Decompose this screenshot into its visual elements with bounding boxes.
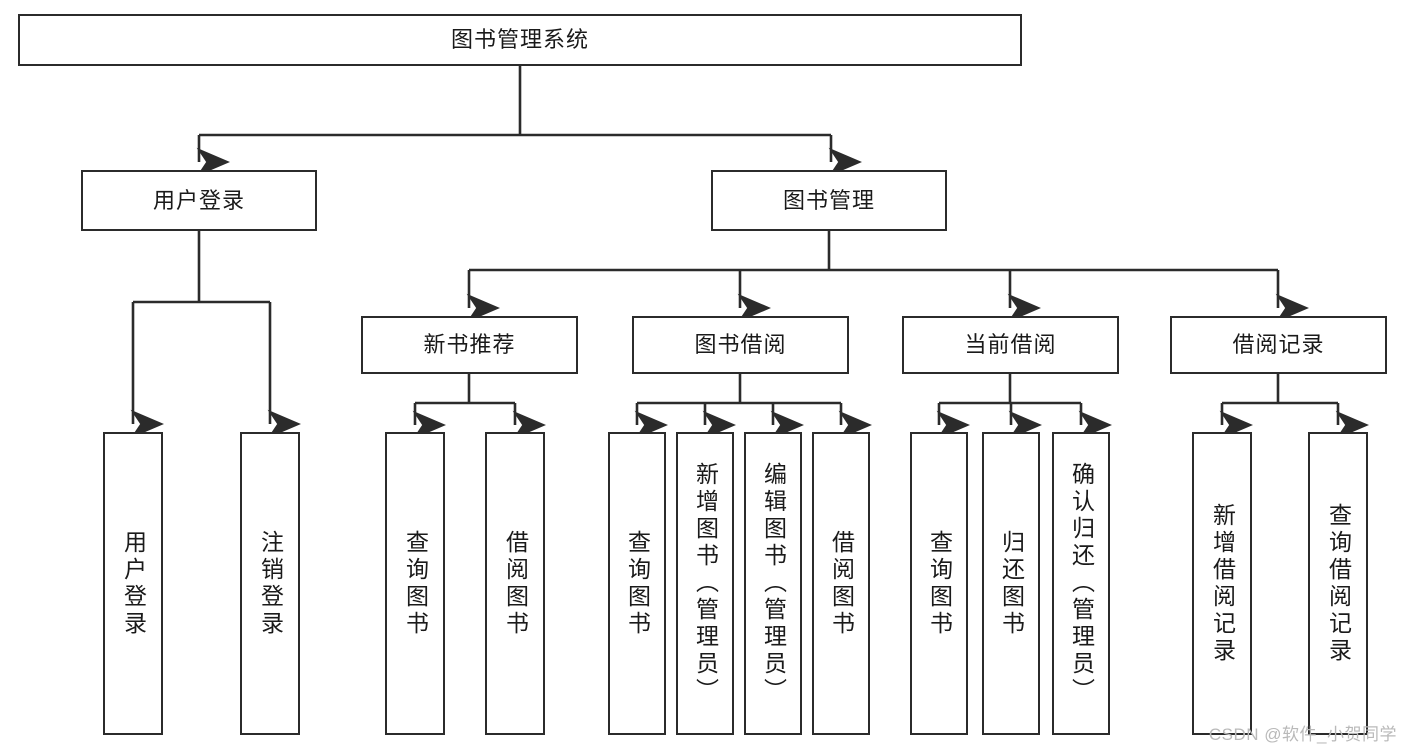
node-borrow-record-label: 借阅记录 — [1232, 332, 1325, 358]
node-user-login[interactable]: 用户登录 — [81, 170, 317, 231]
node-leaf-confirm-ret-label: 确认归还（管理员） — [1068, 462, 1095, 705]
node-book-borrow[interactable]: 图书借阅 — [632, 316, 849, 374]
node-root[interactable]: 图书管理系统 — [18, 14, 1022, 66]
node-book-manage[interactable]: 图书管理 — [711, 170, 947, 231]
node-leaf-confirm-ret[interactable]: 确认归还（管理员） — [1052, 432, 1110, 735]
node-borrow-record[interactable]: 借阅记录 — [1170, 316, 1387, 374]
node-leaf-borrow-book-1-label: 借阅图书 — [502, 529, 529, 638]
node-book-borrow-label: 图书借阅 — [694, 332, 787, 358]
node-leaf-query-record[interactable]: 查询借阅记录 — [1308, 432, 1368, 735]
node-leaf-edit-book[interactable]: 编辑图书（管理员） — [744, 432, 802, 735]
node-leaf-query-book-2-label: 查询图书 — [624, 529, 651, 638]
node-leaf-borrow-book-2[interactable]: 借阅图书 — [812, 432, 870, 735]
node-leaf-query-book-3[interactable]: 查询图书 — [910, 432, 968, 735]
node-new-book-rec-label: 新书推荐 — [423, 332, 516, 358]
node-current-borrow-label: 当前借阅 — [964, 332, 1057, 358]
node-leaf-user-login-label: 用户登录 — [120, 529, 147, 638]
node-leaf-add-book-label: 新增图书（管理员） — [692, 462, 719, 705]
node-leaf-add-record-label: 新增借阅记录 — [1209, 502, 1236, 665]
node-leaf-query-record-label: 查询借阅记录 — [1325, 502, 1352, 665]
node-leaf-query-book-1-label: 查询图书 — [402, 529, 429, 638]
node-leaf-borrow-book-1[interactable]: 借阅图书 — [485, 432, 545, 735]
node-leaf-return-book[interactable]: 归还图书 — [982, 432, 1040, 735]
node-leaf-borrow-book-2-label: 借阅图书 — [828, 529, 855, 638]
node-leaf-add-book[interactable]: 新增图书（管理员） — [676, 432, 734, 735]
node-leaf-edit-book-label: 编辑图书（管理员） — [760, 462, 787, 705]
node-leaf-user-login[interactable]: 用户登录 — [103, 432, 163, 735]
node-leaf-query-book-3-label: 查询图书 — [926, 529, 953, 638]
node-leaf-return-book-label: 归还图书 — [998, 529, 1025, 638]
node-leaf-logout-label: 注销登录 — [257, 529, 284, 638]
node-user-login-label: 用户登录 — [152, 187, 245, 213]
node-leaf-query-book-1[interactable]: 查询图书 — [385, 432, 445, 735]
node-leaf-logout[interactable]: 注销登录 — [240, 432, 300, 735]
node-new-book-rec[interactable]: 新书推荐 — [361, 316, 578, 374]
node-leaf-query-book-2[interactable]: 查询图书 — [608, 432, 666, 735]
node-root-label: 图书管理系统 — [450, 27, 589, 53]
node-current-borrow[interactable]: 当前借阅 — [902, 316, 1119, 374]
node-book-manage-label: 图书管理 — [782, 187, 875, 213]
node-leaf-add-record[interactable]: 新增借阅记录 — [1192, 432, 1252, 735]
